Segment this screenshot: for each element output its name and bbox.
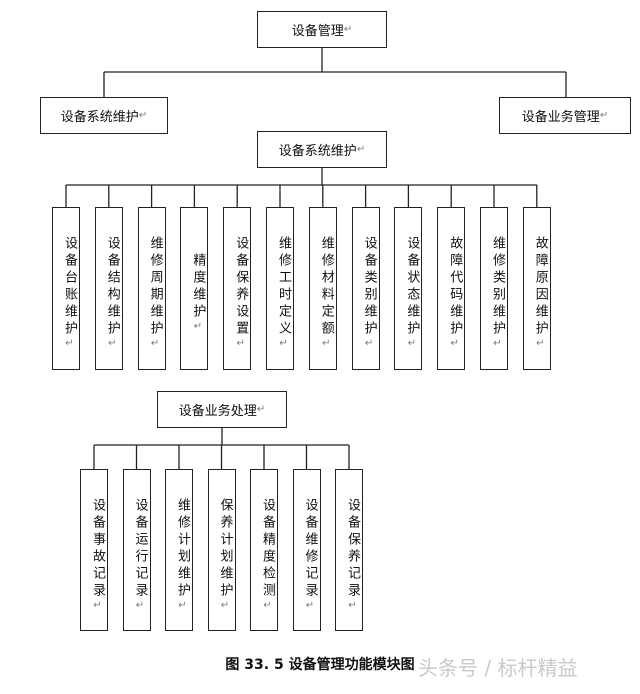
maintenance-item-label: 维修材料定额 — [318, 236, 334, 338]
maintenance-item-label: 故障原因维护 — [532, 236, 548, 338]
maintenance-item-box: 维修材料定额↵ — [308, 207, 337, 370]
paragraph-mark-icon: ↵ — [235, 338, 247, 349]
paragraph-mark-icon: ↵ — [149, 338, 161, 349]
paragraph-mark-icon: ↵ — [363, 338, 375, 349]
paragraph-mark-icon: ↵ — [320, 338, 332, 349]
business-item-box: 设备保养记录↵ — [335, 469, 363, 631]
business-item-label: 设备运行记录 — [132, 497, 148, 600]
paragraph-mark-icon: ↵ — [492, 338, 503, 349]
business-item-box: 设备运行记录↵ — [122, 469, 151, 631]
maintenance-item-label: 设备台账维护 — [62, 236, 77, 338]
maintenance-item-box: 设备保养设置↵ — [223, 207, 252, 370]
business-item-label: 保养计划维护 — [217, 497, 233, 600]
maintenance-header-label: 设备系统维护 — [278, 144, 357, 159]
business-management-label: 设备业务管理 — [521, 110, 600, 125]
business-item-box: 设备事故记录↵ — [80, 469, 108, 631]
maintenance-item-label: 设备状态维护 — [404, 236, 420, 338]
maintenance-item-box: 维修类别维护↵ — [480, 207, 508, 370]
maintenance-item-label: 设备结构维护 — [104, 236, 120, 338]
paragraph-mark-icon: ↵ — [406, 338, 418, 349]
maintenance-item-box: 故障原因维护↵ — [522, 207, 551, 370]
maintenance-item-label: 设备类别维护 — [361, 236, 377, 338]
maintenance-item-label: 精度维护 — [190, 253, 206, 321]
business-item-label: 设备维修记录 — [302, 497, 318, 600]
maintenance-item-box: 维修工时定义↵ — [266, 207, 294, 370]
maintenance-item-box: 设备类别维护↵ — [351, 207, 380, 370]
business-item-label: 维修计划维护 — [175, 497, 190, 600]
business-item-box: 设备精度检测↵ — [250, 469, 278, 631]
business-header: 设备业务处理↵ — [157, 391, 287, 428]
root-node: 设备管理↵ — [257, 11, 387, 48]
maintenance-item-box: 故障代码维护↵ — [437, 207, 466, 370]
node-business-management: 设备业务管理↵ — [499, 97, 631, 134]
business-item-label: 设备事故记录 — [90, 497, 105, 600]
maintenance-header: 设备系统维护↵ — [257, 131, 387, 168]
paragraph-mark-icon: ↵ — [347, 599, 358, 611]
system-maintenance-label: 设备系统维护 — [60, 110, 139, 125]
maintenance-item-box: 设备结构维护↵ — [94, 207, 123, 370]
maintenance-item-box: 设备状态维护↵ — [394, 207, 423, 370]
paragraph-mark-icon: ↵ — [134, 599, 146, 611]
maintenance-item-box: 维修周期维护↵ — [137, 207, 166, 370]
business-item-box: 保养计划维护↵ — [207, 469, 236, 631]
maintenance-item-label: 维修类别维护 — [490, 236, 505, 338]
business-item-label: 设备精度检测 — [260, 497, 275, 600]
maintenance-item-label: 故障代码维护 — [447, 236, 463, 338]
maintenance-item-box: 精度维护↵ — [180, 207, 209, 370]
root-label: 设备管理 — [291, 24, 344, 39]
paragraph-mark-icon: ↵ — [64, 338, 75, 349]
paragraph-mark-icon: ↵ — [449, 338, 461, 349]
business-header-label: 设备业务处理 — [178, 404, 257, 419]
paragraph-mark-icon: ↵ — [278, 338, 289, 349]
paragraph-mark-icon: ↵ — [219, 599, 231, 611]
business-item-box: 设备维修记录↵ — [292, 469, 321, 631]
paragraph-mark-icon: ↵ — [262, 599, 273, 611]
business-item-box: 维修计划维护↵ — [165, 469, 193, 631]
figure-caption: 图 33. 5 设备管理功能模块图 — [225, 657, 415, 673]
maintenance-item-label: 设备保养设置 — [233, 236, 249, 338]
paragraph-mark-icon: ↵ — [304, 599, 316, 611]
business-item-label: 设备保养记录 — [345, 497, 360, 600]
maintenance-item-label: 维修周期维护 — [147, 236, 163, 338]
paragraph-mark-icon: ↵ — [106, 338, 118, 349]
maintenance-item-label: 维修工时定义 — [276, 236, 291, 338]
paragraph-mark-icon: ↵ — [177, 599, 188, 611]
paragraph-mark-icon: ↵ — [192, 321, 204, 332]
node-system-maintenance: 设备系统维护↵ — [40, 97, 168, 134]
watermark: 头条号 / 标杆精益 — [418, 656, 578, 680]
paragraph-mark-icon: ↵ — [534, 338, 546, 349]
maintenance-item-box: 设备台账维护↵ — [52, 207, 80, 370]
paragraph-mark-icon: ↵ — [92, 599, 103, 611]
